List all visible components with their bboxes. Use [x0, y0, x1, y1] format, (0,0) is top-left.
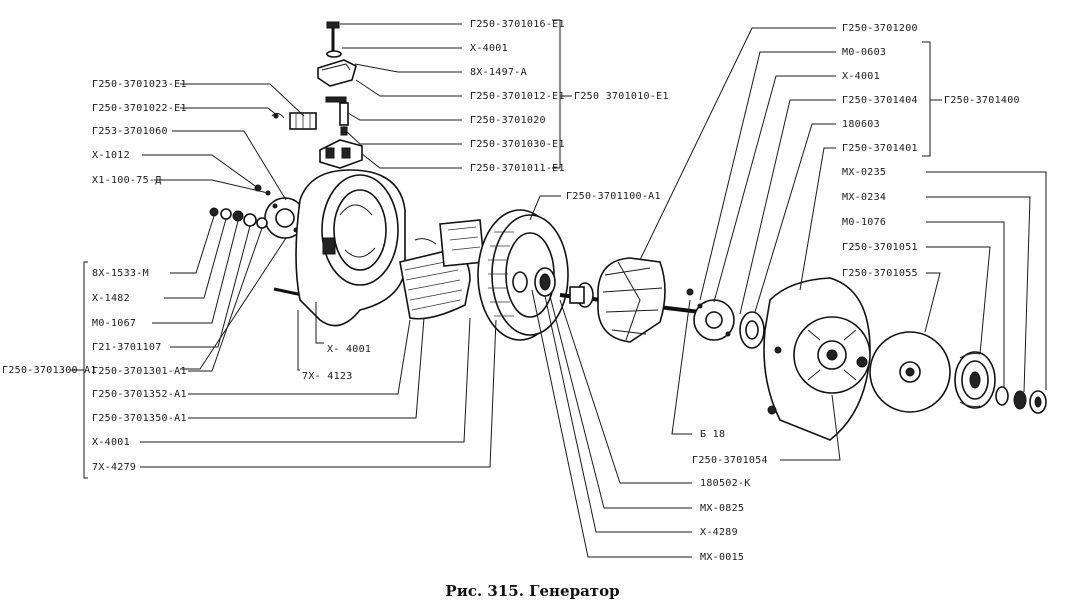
- bearing-cover: [686, 288, 735, 341]
- part-labels: Г250-3701016-Е1 Х-4001 8Х-1497-А Г250-37…: [2, 19, 1020, 563]
- part-label: Г250-3701030-Е1: [470, 139, 565, 150]
- part-label: Х-4289: [700, 527, 738, 538]
- front-housing: [763, 277, 871, 441]
- part-label: Х-4001: [92, 437, 130, 448]
- part-label: М0-0603: [842, 47, 886, 58]
- part-label: Г250-3701012-Е1: [470, 91, 565, 102]
- rear-housing: [295, 169, 406, 327]
- part-label: МХ-0825: [700, 503, 744, 514]
- part-label: Х-1012: [92, 150, 130, 161]
- assembly-label: Г250-3701400: [944, 95, 1020, 106]
- stator: [477, 209, 569, 341]
- part-label: Х-1482: [92, 293, 130, 304]
- part-label: Г250-3701020: [470, 115, 546, 126]
- part-label: Г250-3701401: [842, 143, 918, 154]
- part-label: Х-4001: [470, 43, 508, 54]
- part-label: Г250-3701016-Е1: [470, 19, 565, 30]
- part-label: 8Х-1497-А: [470, 67, 527, 78]
- part-label: 180603: [842, 119, 880, 130]
- part-label: Г250-3701011-Е1: [470, 163, 565, 174]
- part-label: 8Х-1533-М: [92, 268, 149, 279]
- part-label: Г250-3701051: [842, 242, 918, 253]
- part-label: Г250-3701100-А1: [566, 191, 661, 202]
- part-label: Х-4001: [842, 71, 880, 82]
- part-label: МХ-0234: [842, 192, 886, 203]
- front-bearing: [739, 311, 765, 349]
- part-label: Г250-3701200: [842, 23, 918, 34]
- pulley: [954, 351, 996, 409]
- part-label: Х1-100-75-Д: [92, 175, 162, 186]
- leader-lines: [70, 19, 1047, 558]
- part-label: Г250-3701054: [692, 455, 768, 466]
- part-label: Г250-3701055: [842, 268, 918, 279]
- part-label: МХ-0235: [842, 167, 886, 178]
- figure-caption: Рис. 315. Генератор: [445, 582, 620, 600]
- parts-drawing: [209, 21, 1047, 441]
- part-label: 7Х- 4123: [302, 371, 353, 382]
- part-label: Г250-3701301-А1: [92, 366, 187, 377]
- part-label: Г250-3701404: [842, 95, 918, 106]
- part-label: 180502-К: [700, 478, 751, 489]
- washers-left: [209, 207, 268, 229]
- connector-terminal: [271, 112, 317, 130]
- part-label: Г21-3701107: [92, 342, 162, 353]
- part-label: 7Х-4279: [92, 462, 136, 473]
- part-label: Б 18: [700, 429, 725, 440]
- part-label: Г250-3701352-А1: [92, 389, 187, 400]
- pulley-fasteners: [995, 386, 1047, 414]
- part-label: Г250-3701023-Е1: [92, 79, 187, 90]
- fan: [869, 331, 951, 413]
- assembly-label: Г250 3701010-Е1: [574, 91, 669, 102]
- brush-holder-assembly: [317, 21, 363, 169]
- rotor: [559, 257, 701, 343]
- stator-winding: [399, 219, 485, 320]
- part-label: Г253-3701060: [92, 126, 168, 137]
- part-label: Х- 4001: [327, 344, 371, 355]
- part-label: М0-1067: [92, 318, 136, 329]
- part-label: Г250-3701350-А1: [92, 413, 187, 424]
- part-label: М0-1076: [842, 217, 886, 228]
- part-label: МХ-0015: [700, 552, 744, 563]
- assembly-label: Г250-3701300-А1: [2, 365, 97, 376]
- part-label: Г250-3701022-Е1: [92, 103, 187, 114]
